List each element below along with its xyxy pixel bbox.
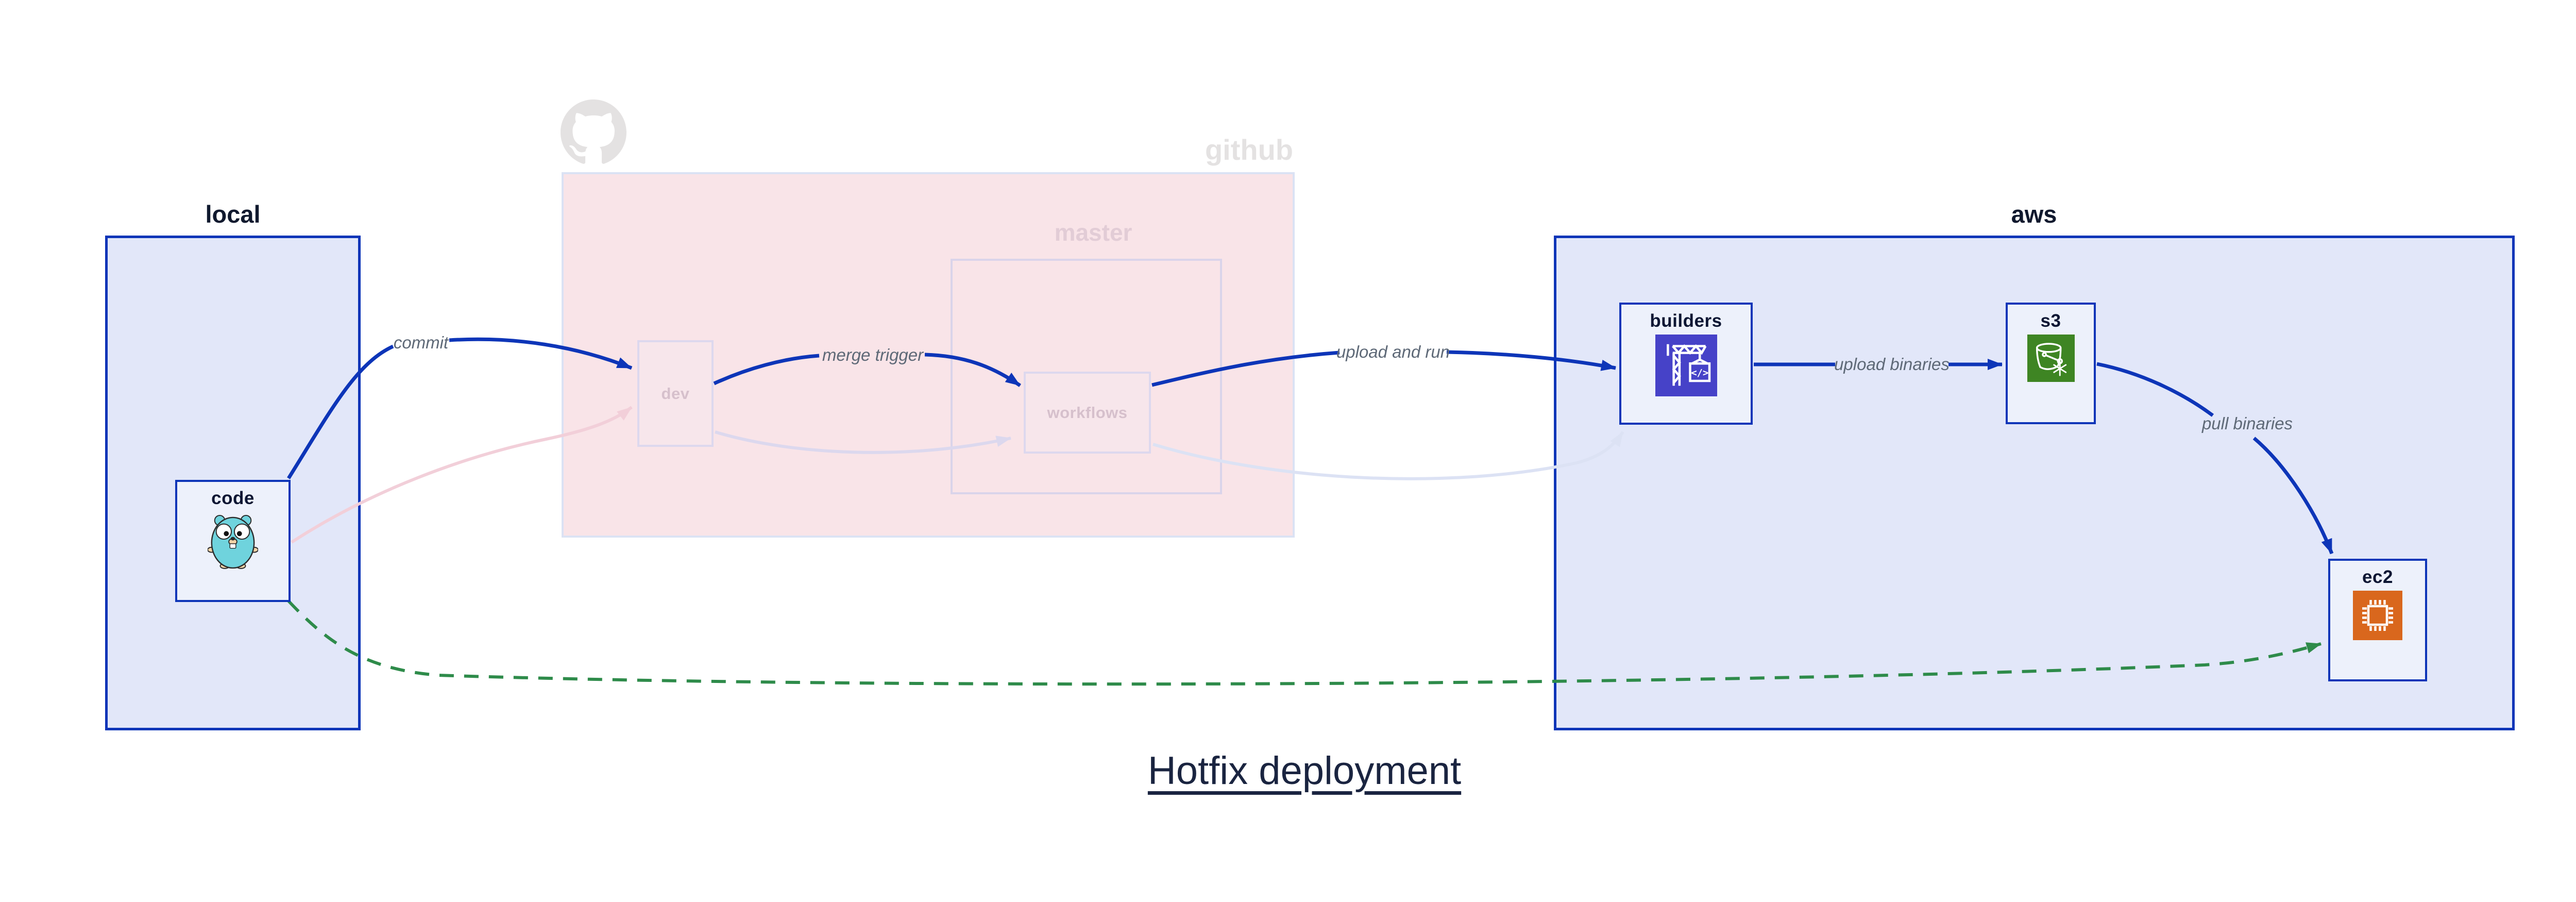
edge-commit-line-2 [449,337,633,370]
node-workflows-label: workflows [1047,403,1128,422]
ec2-chip-icon [2353,591,2402,643]
edge-merge-trigger-line-2 [924,353,1021,387]
edge-upload-and-run-line-1 [1151,350,1340,387]
node-code-label: code [211,488,255,508]
edge-pull-binaries-line-2 [2252,437,2334,555]
node-ec2: ec2 [2328,559,2427,681]
edge-merge-trigger-label: merge trigger [822,345,924,364]
diagram-title: Hotfix deployment [1147,749,1462,793]
node-builders-label: builders [1650,311,1722,331]
local-container-label: local [205,201,261,228]
node-dev-label: dev [661,384,690,403]
s3-glacier-bucket-icon [2027,335,2075,385]
edge-merge-trigger-line-1 [713,354,820,386]
edge-upload-and-run-label: upload and run [1336,342,1450,361]
github-container-label: github [1205,133,1293,166]
edge-upload-and-run-line-2 [1446,350,1616,371]
node-workflows: workflows [1024,372,1151,454]
edge-commit-label: commit [393,333,449,352]
edge-pull-binaries-label: pull binaries [2201,414,2293,433]
node-dev: dev [637,340,714,447]
node-s3-label: s3 [2040,311,2061,331]
edge-upload-and-run-faded [1153,431,1624,480]
edge-pull-binaries-line-1 [2096,362,2214,417]
node-s3: s3 [2006,303,2096,424]
edge-hotfix-dashed [287,599,2321,686]
octocat-icon [561,99,626,168]
aws-container-label: aws [2011,201,2057,228]
codebuild-crane-icon: </> [1655,335,1717,399]
svg-text:</>: </> [1691,368,1708,379]
master-container-label: master [1054,219,1132,246]
node-builders: builders </> [1619,303,1753,425]
edge-upload-binaries-label: upload binaries [1834,355,1950,374]
node-code: code [175,480,291,602]
master-container [951,259,1222,494]
node-ec2-label: ec2 [2362,567,2393,587]
edge-commit-faded [291,406,633,544]
edge-commit-line-1 [287,344,394,479]
edge-merge-trigger-faded [715,430,1011,454]
gopher-icon [207,512,259,572]
